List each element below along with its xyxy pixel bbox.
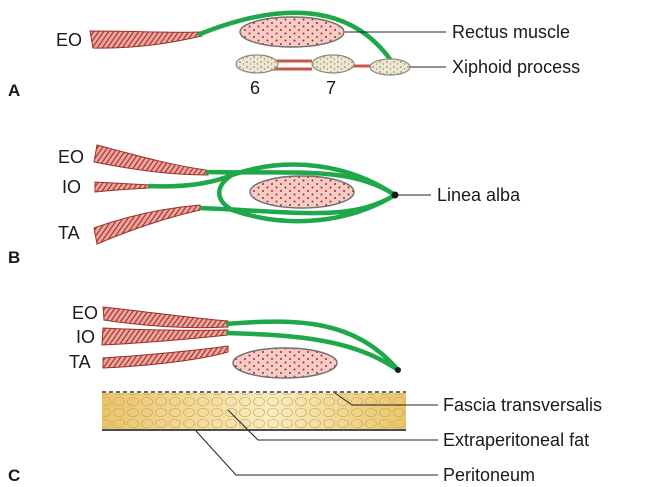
muscle-label-eo: EO xyxy=(72,303,98,323)
internal-oblique-muscle xyxy=(95,182,150,192)
muscle-label-eo: EO xyxy=(56,30,82,50)
rib-number-7: 7 xyxy=(326,78,336,98)
muscle-label-ta: TA xyxy=(58,223,80,243)
panel-b: EO IO TA Linea alba B xyxy=(8,145,521,267)
rectus-muscle xyxy=(240,17,344,47)
linea-alba-point xyxy=(392,192,399,199)
label-rectus-muscle: Rectus muscle xyxy=(452,22,570,42)
muscle-label-ta: TA xyxy=(69,352,91,372)
label-xiphoid-process: Xiphoid process xyxy=(452,57,580,77)
panel-c: EO IO TA Fascia transversalis Extraperit… xyxy=(8,303,602,485)
muscle-label-io: IO xyxy=(76,327,95,347)
panel-letter-c: C xyxy=(8,466,20,485)
panel-a: EO Rectus muscle Xiphoid process 6 7 A xyxy=(8,13,580,100)
external-oblique-muscle xyxy=(103,307,228,328)
leader-peritoneum xyxy=(196,431,438,475)
rib-7-cartilage xyxy=(312,55,354,73)
internal-oblique-muscle xyxy=(102,328,228,345)
panel-letter-b: B xyxy=(8,248,20,267)
label-peritoneum: Peritoneum xyxy=(443,465,535,485)
rectus-muscle xyxy=(233,348,337,378)
label-fascia-transversalis: Fascia transversalis xyxy=(443,395,602,415)
label-linea-alba: Linea alba xyxy=(437,185,521,205)
external-oblique-muscle xyxy=(94,145,208,175)
linea-alba-point xyxy=(395,367,401,373)
rib-number-6: 6 xyxy=(250,78,260,98)
panel-letter-a: A xyxy=(8,81,20,100)
rectus-muscle xyxy=(250,176,354,208)
xiphoid-process xyxy=(370,59,410,75)
muscle-label-io: IO xyxy=(62,177,81,197)
transversus-abdominis-muscle xyxy=(94,205,200,244)
transversus-abdominis-muscle xyxy=(103,346,228,368)
label-extraperitoneal-fat: Extraperitoneal fat xyxy=(443,430,589,450)
muscle-label-eo: EO xyxy=(58,147,84,167)
rib-6-cartilage xyxy=(236,55,278,73)
external-oblique-muscle xyxy=(90,31,202,48)
fat-cell-texture xyxy=(102,393,406,429)
